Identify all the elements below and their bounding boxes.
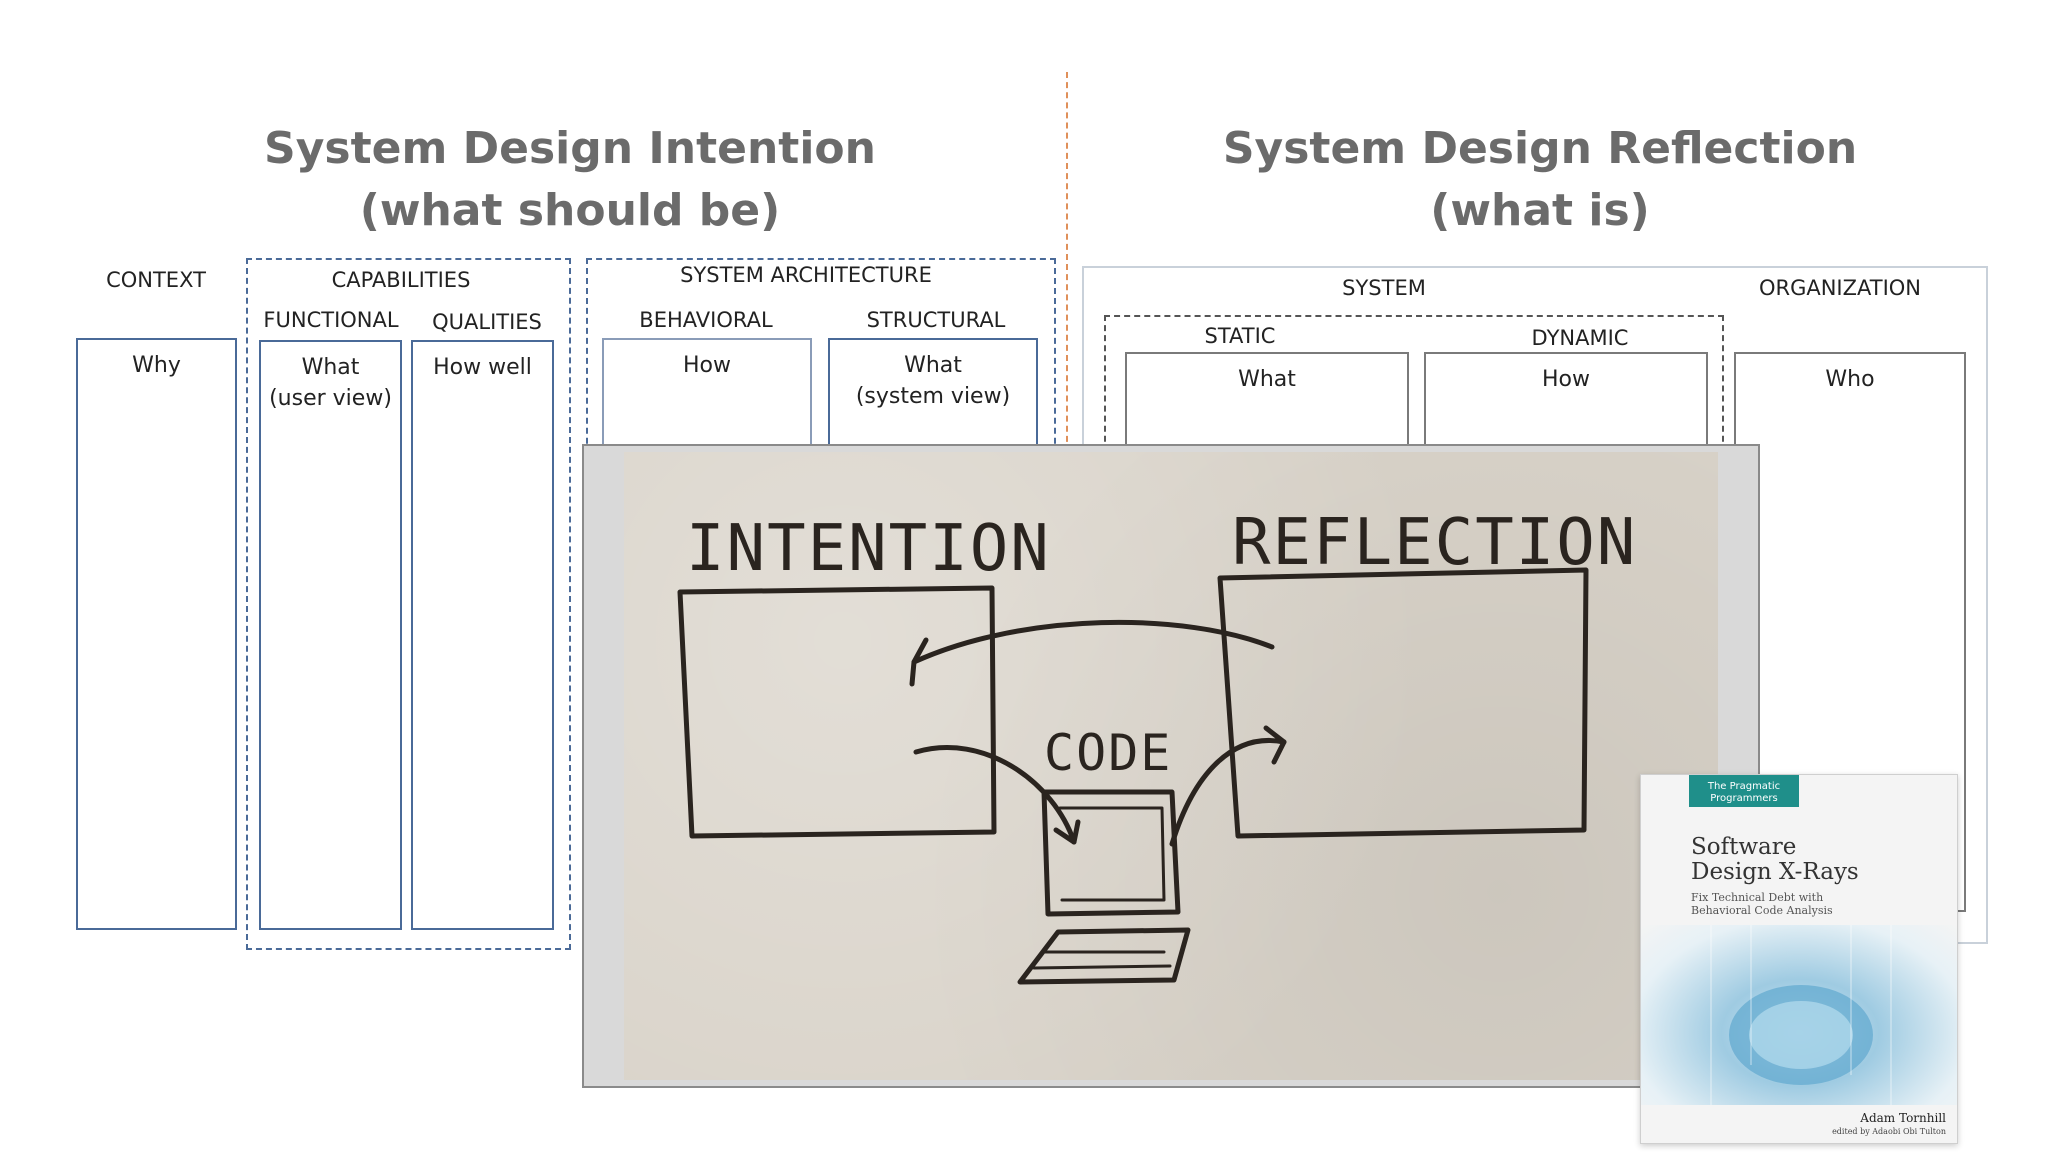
sketch-label-reflection: REFLECTION <box>1232 506 1637 580</box>
dynamic-header: DYNAMIC <box>1531 326 1629 350</box>
architecture-header: SYSTEM ARCHITECTURE <box>680 263 932 287</box>
functional-cell-line1: What <box>301 355 360 380</box>
book-subtitle-line1: Fix Technical Debt with <box>1691 891 1824 904</box>
arrow-head-left <box>909 637 929 687</box>
sketch-drawing: INTENTION REFLECTION CODE <box>677 506 1637 985</box>
context-cell: Why <box>76 338 237 930</box>
organization-header: ORGANIZATION <box>1758 276 1922 300</box>
book-publisher: The Pragmatic Programmers <box>1689 775 1799 807</box>
reflection-title-line1: System Design Reflection <box>1222 123 1858 174</box>
sketch-label-code: CODE <box>1044 724 1172 782</box>
reflection-title: System Design Reflection (what is) <box>1180 118 1900 242</box>
section-divider <box>1066 72 1068 452</box>
capabilities-header: CAPABILITIES <box>331 268 471 292</box>
static-header: STATIC <box>1204 324 1276 348</box>
book-cover: The Pragmatic Programmers Software Desig… <box>1640 774 1958 1144</box>
structural-cell-line1: What <box>904 353 962 378</box>
qualities-cell-text: How well <box>433 355 532 380</box>
book-credit: edited by Adaobi Obi Tulton <box>1832 1127 1946 1136</box>
arrow-head-right <box>1263 725 1287 765</box>
intention-title-line1: System Design Intention <box>264 123 876 174</box>
qualities-cell: How well <box>411 340 554 930</box>
functional-cell-line2: (user view) <box>269 386 392 411</box>
system-header: SYSTEM <box>1342 276 1426 300</box>
dynamic-cell-text: How <box>1542 367 1590 392</box>
reflection-box-sketch <box>1217 567 1589 839</box>
brain-icon <box>1710 925 1892 1105</box>
qualities-header: QUALITIES <box>432 310 542 334</box>
brain-image <box>1641 925 1957 1105</box>
reflection-title-line2: (what is) <box>1430 185 1650 236</box>
intention-title-line2: (what should be) <box>359 185 781 236</box>
book-title-line1: Software <box>1691 834 1797 860</box>
functional-header: FUNCTIONAL <box>263 308 399 332</box>
sketch-photo: INTENTION REFLECTION CODE <box>624 452 1718 1080</box>
book-text-block: Software Design X-Rays Fix Technical Deb… <box>1691 834 1951 918</box>
behavioral-header: BEHAVIORAL <box>639 308 773 332</box>
arrow-to-reflection <box>1169 738 1287 847</box>
static-cell-text: What <box>1238 367 1296 392</box>
book-subtitle-line2: Behavioral Code Analysis <box>1691 904 1833 917</box>
context-header: CONTEXT <box>106 268 206 292</box>
behavioral-cell-text: How <box>683 353 731 378</box>
intention-title: System Design Intention (what should be) <box>210 118 930 242</box>
book-author: Adam Tornhill <box>1860 1111 1946 1125</box>
capabilities-group <box>246 258 571 950</box>
functional-cell: What (user view) <box>259 340 402 930</box>
arrow-into-code <box>913 745 1077 845</box>
keyboard-sketch <box>1017 927 1191 985</box>
arrow-head-down <box>1053 819 1081 845</box>
monitor-sketch <box>1041 789 1181 917</box>
sketch-label-intention: INTENTION <box>686 512 1051 586</box>
context-cell-text: Why <box>132 353 181 378</box>
intention-box-sketch <box>677 585 997 839</box>
arrow-to-intention <box>911 619 1275 665</box>
book-title-line2: Design X-Rays <box>1691 859 1859 885</box>
structural-cell-line2: (system view) <box>855 384 1011 409</box>
structural-header: STRUCTURAL <box>866 308 1006 332</box>
organization-cell-text: Who <box>1825 367 1875 392</box>
